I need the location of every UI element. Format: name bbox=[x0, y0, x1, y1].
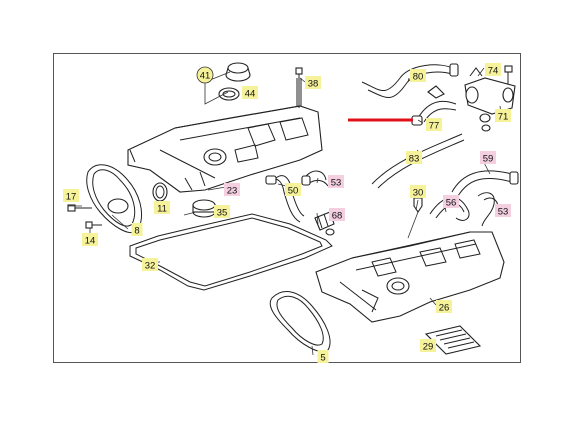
callout-l5[interactable]: 5 bbox=[317, 350, 329, 364]
callout-background bbox=[410, 69, 426, 82]
callout-background bbox=[154, 201, 170, 214]
callout-number: 5 bbox=[320, 353, 325, 364]
callout-number: 71 bbox=[498, 112, 509, 123]
callout-background bbox=[406, 151, 422, 164]
callout-l68[interactable]: 68 bbox=[329, 208, 345, 222]
callout-background bbox=[317, 350, 329, 363]
callout-background bbox=[485, 63, 501, 76]
oil-filler-cap[interactable] bbox=[225, 62, 251, 82]
callout-l56[interactable]: 56 bbox=[443, 195, 459, 209]
callout-background bbox=[329, 208, 345, 221]
callout-background bbox=[242, 86, 258, 99]
callout-number: 41 bbox=[200, 71, 211, 82]
callout-background bbox=[214, 205, 230, 218]
callout-number: 59 bbox=[483, 154, 494, 165]
callout-background bbox=[426, 118, 442, 131]
callout-background bbox=[63, 189, 79, 202]
callout-number: 74 bbox=[488, 66, 499, 77]
cylinder-head-cover-lower[interactable] bbox=[315, 231, 505, 323]
callout-number: 68 bbox=[332, 211, 343, 222]
callout-l44[interactable]: 44 bbox=[242, 86, 258, 100]
hose-50[interactable] bbox=[265, 175, 305, 223]
callout-l8[interactable]: 8 bbox=[131, 223, 143, 237]
callout-l53b[interactable]: 53 bbox=[495, 204, 511, 218]
callout-l23[interactable]: 23 bbox=[224, 183, 240, 197]
callout-number: 53 bbox=[498, 207, 509, 218]
callout-l11[interactable]: 11 bbox=[154, 201, 170, 215]
callout-number: 17 bbox=[66, 192, 77, 203]
callout-number: 23 bbox=[227, 186, 238, 197]
callout-number: 11 bbox=[157, 204, 167, 215]
callout-number: 35 bbox=[217, 208, 228, 219]
bolt-14[interactable] bbox=[85, 221, 102, 229]
callout-background bbox=[196, 66, 214, 84]
callout-number: 29 bbox=[423, 342, 434, 353]
callout-number: 30 bbox=[413, 188, 424, 199]
callout-number: 83 bbox=[409, 154, 420, 165]
callout-number: 38 bbox=[308, 79, 319, 90]
callout-background bbox=[142, 258, 158, 271]
callout-background bbox=[305, 76, 321, 89]
callout-l74[interactable]: 74 bbox=[485, 63, 501, 77]
screw-74[interactable] bbox=[504, 65, 513, 84]
callout-l29[interactable]: 29 bbox=[420, 339, 436, 353]
callout-number: 26 bbox=[439, 303, 450, 314]
cylinder-head-cover-upper[interactable] bbox=[127, 105, 323, 193]
hose-77[interactable] bbox=[411, 85, 457, 126]
bolt-38[interactable] bbox=[295, 67, 303, 108]
callout-l80[interactable]: 80 bbox=[410, 69, 426, 83]
callout-l35[interactable]: 35 bbox=[214, 205, 230, 219]
callout-background bbox=[443, 195, 459, 208]
callout-l50[interactable]: 50 bbox=[285, 183, 301, 197]
callout-number: 80 bbox=[413, 72, 424, 83]
callout-l59[interactable]: 59 bbox=[480, 151, 496, 165]
callout-background bbox=[480, 151, 496, 164]
callout-l71[interactable]: 71 bbox=[495, 109, 511, 123]
callout-background bbox=[420, 339, 436, 352]
callout-background bbox=[410, 185, 426, 198]
clip-30[interactable] bbox=[407, 197, 423, 239]
label-plate-29[interactable] bbox=[424, 325, 482, 355]
callout-l26[interactable]: 26 bbox=[436, 300, 452, 314]
gasket-8[interactable] bbox=[86, 164, 142, 234]
callout-number: 8 bbox=[134, 226, 139, 237]
seal-ring-11[interactable] bbox=[152, 182, 168, 202]
callout-l14[interactable]: 14 bbox=[82, 233, 98, 247]
callout-l32[interactable]: 32 bbox=[142, 258, 158, 272]
callout-l83[interactable]: 83 bbox=[406, 151, 422, 165]
vent-fitting-71[interactable] bbox=[464, 67, 516, 115]
callout-l17[interactable]: 17 bbox=[63, 189, 79, 203]
callout-number: 32 bbox=[145, 261, 156, 272]
callout-number: 14 bbox=[85, 236, 96, 247]
cover-gasket-32[interactable] bbox=[129, 213, 333, 291]
callout-number: 50 bbox=[288, 186, 299, 197]
gasket-5[interactable] bbox=[269, 291, 331, 352]
callout-number: 44 bbox=[245, 89, 256, 100]
callout-background bbox=[328, 175, 344, 188]
callout-l77[interactable]: 77 bbox=[426, 118, 442, 132]
callout-background bbox=[285, 183, 301, 196]
callout-number: 77 bbox=[429, 121, 440, 132]
grommet-35[interactable] bbox=[192, 199, 216, 218]
breather-hose-80[interactable] bbox=[361, 63, 459, 98]
callout-background bbox=[495, 109, 511, 122]
callout-background bbox=[495, 204, 511, 217]
hose-53-left[interactable] bbox=[301, 170, 329, 187]
small-fitting[interactable] bbox=[479, 113, 491, 132]
callout-l41[interactable]: 41 bbox=[196, 66, 214, 84]
filler-cap-seal[interactable] bbox=[218, 87, 240, 101]
hose-59[interactable] bbox=[451, 170, 519, 197]
callout-l30[interactable]: 30 bbox=[410, 185, 426, 199]
callout-background bbox=[82, 233, 98, 246]
callout-background bbox=[131, 223, 143, 236]
callout-number: 53 bbox=[331, 178, 342, 189]
callout-l53a[interactable]: 53 bbox=[328, 175, 344, 189]
callout-number: 56 bbox=[446, 198, 457, 209]
bolt-17[interactable] bbox=[67, 204, 92, 212]
callout-l38[interactable]: 38 bbox=[305, 76, 321, 90]
callout-background bbox=[436, 300, 452, 313]
callout-background bbox=[224, 183, 240, 196]
